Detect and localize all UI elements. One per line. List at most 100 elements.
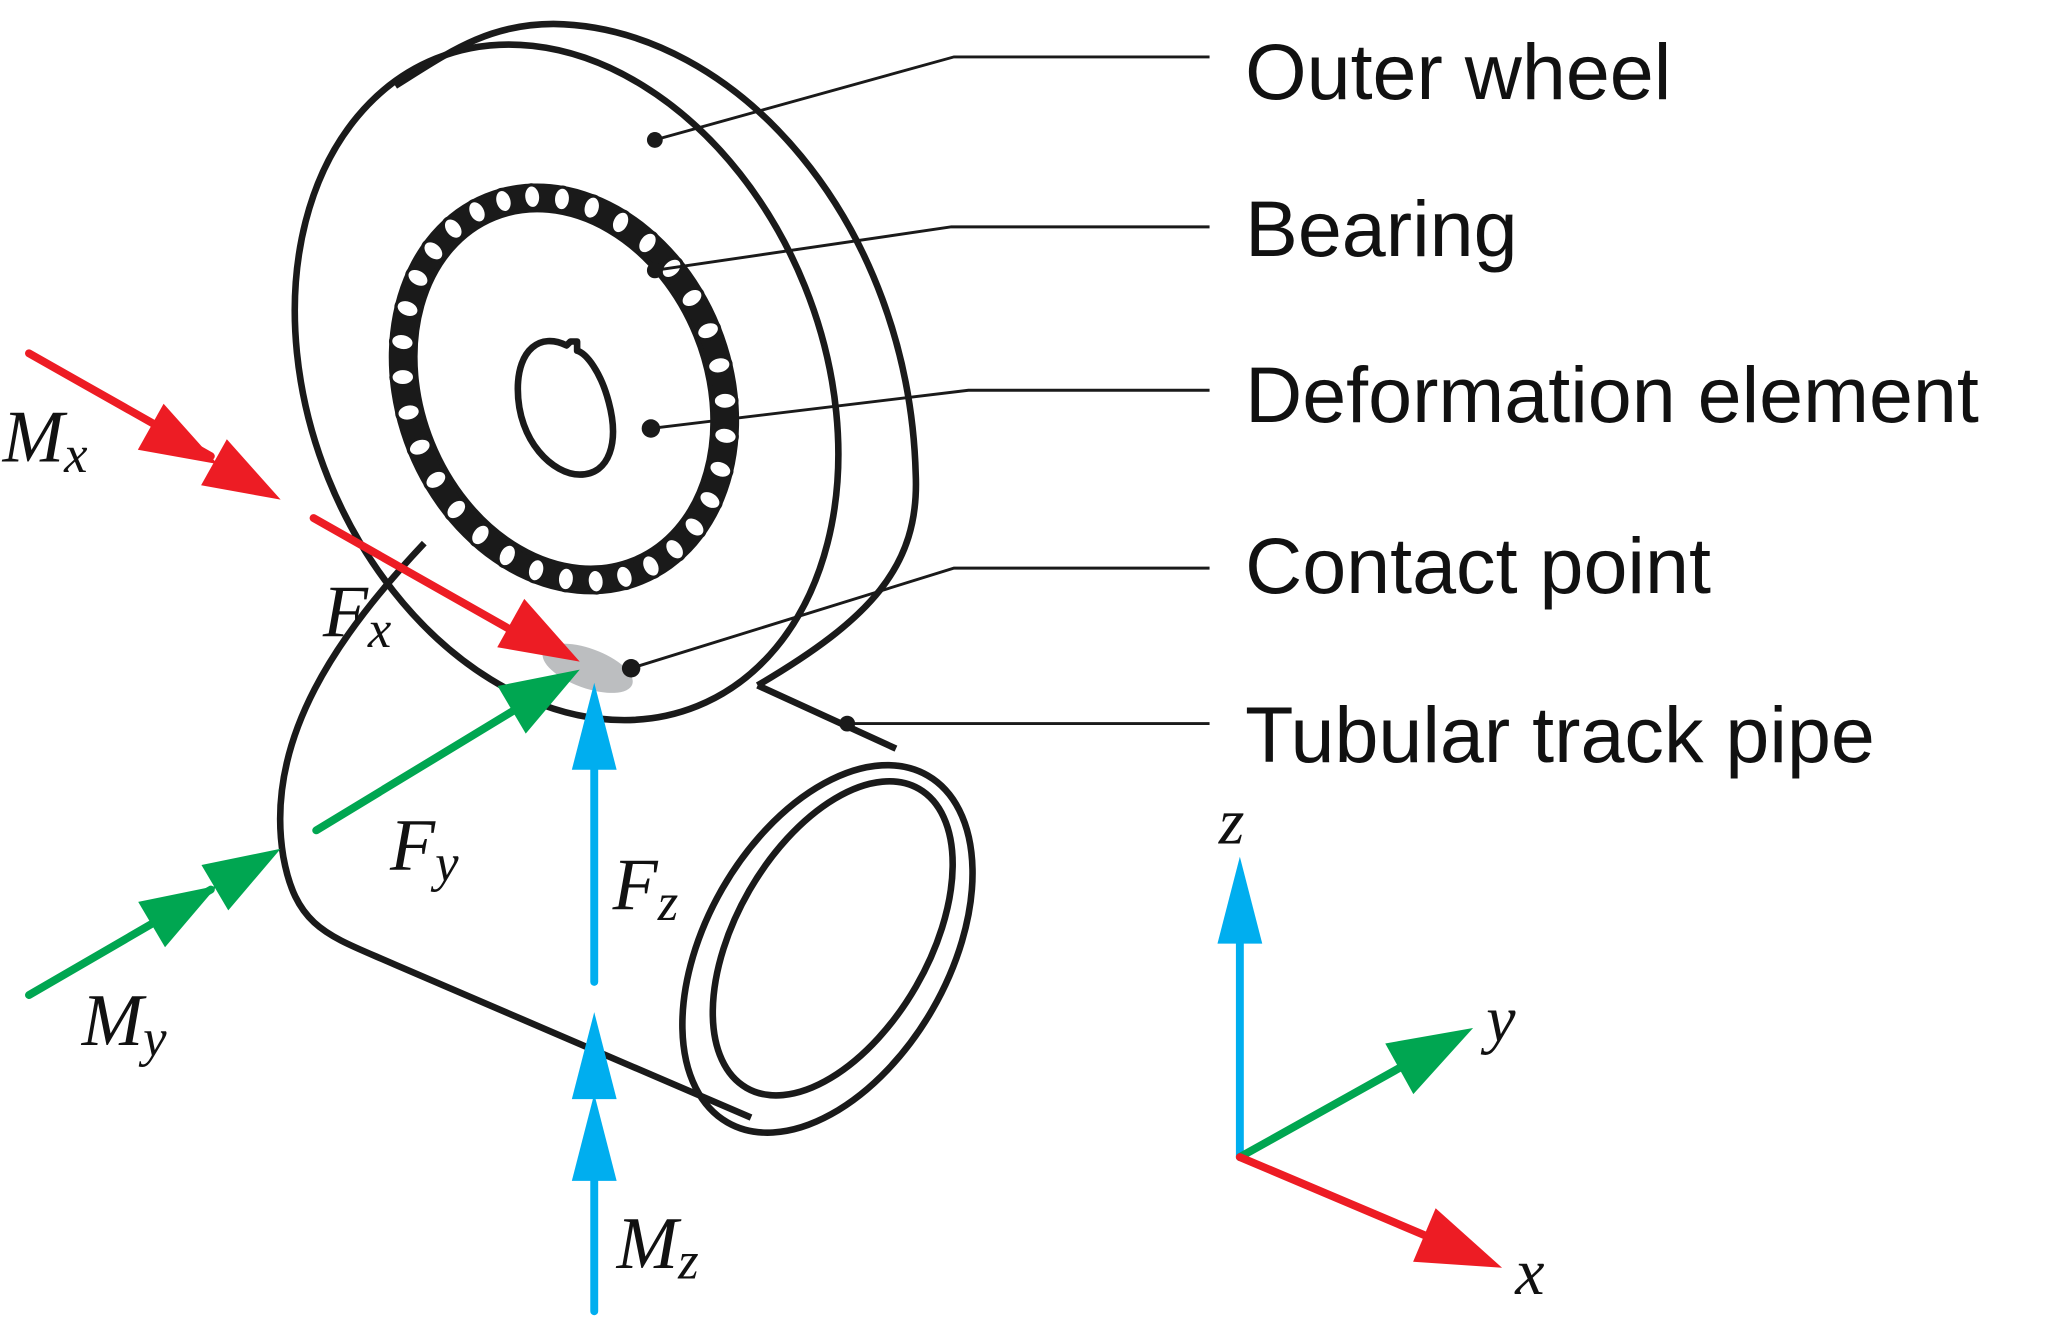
bearing-ball (389, 366, 417, 388)
hub-bore (514, 337, 617, 478)
leader-deformation-element (650, 388, 1210, 430)
moment-arrow-Mx-head-1 (137, 403, 218, 465)
outer-wheel (291, 20, 920, 724)
bearing-ball (609, 209, 632, 236)
bearing-ball (679, 286, 705, 310)
label-Mx: Mx (2, 395, 88, 484)
label-Mz: Mz (616, 1202, 699, 1291)
pipe-end-outer (679, 761, 976, 1136)
force-arrow-Fy (312, 669, 580, 835)
pipe-top-edge (756, 682, 898, 752)
bearing-ball (555, 565, 577, 593)
leader-contact-point (630, 566, 1210, 670)
bearing-ball (525, 556, 547, 584)
label-Fz: Fz (612, 843, 679, 932)
bearing (388, 183, 740, 595)
bearing-ball (406, 436, 433, 458)
bearing-ball (711, 390, 739, 412)
axis-x-arrow (1235, 1153, 1503, 1268)
label-deformation-element: Deformation element (1245, 350, 1979, 439)
force-moment-arrows (25, 349, 617, 1316)
bearing-ball (682, 515, 707, 539)
axis-x-shaft (1235, 1153, 1441, 1245)
leader-bearing (654, 225, 1210, 272)
deformation-element (514, 337, 617, 478)
label-Fy: Fy (389, 804, 459, 893)
label-contact-point: Contact point (1245, 521, 1711, 610)
moment-arrow-My-head-2 (201, 848, 281, 911)
bearing-ball (585, 567, 606, 595)
moment-arrow-Mz (571, 1012, 617, 1316)
leader-lines (621, 55, 1210, 732)
bearing-ball (444, 497, 469, 522)
bearing-ball (405, 266, 431, 290)
force-arrow-Fx-head (497, 598, 580, 662)
force-arrow-Fz-head (571, 682, 617, 770)
bearing-ball (551, 185, 573, 213)
pipe-body-outline (276, 540, 753, 1121)
force-arrow-Fz (571, 682, 617, 986)
label-Fx: Fx (322, 571, 391, 660)
bearing-ball (663, 536, 687, 562)
bearing-ball (613, 563, 635, 591)
wheel-front-face (291, 41, 842, 724)
axis-y-shaft (1235, 1058, 1414, 1162)
label-tubular-track-pipe: Tubular track pipe (1245, 690, 1875, 779)
label-bearing: Bearing (1245, 184, 1517, 273)
moment-arrow-My (25, 848, 281, 999)
bearing-ball (639, 553, 662, 579)
wheel-back-rim (393, 20, 920, 689)
axis-y-head (1385, 1027, 1474, 1095)
coordinate-triad: z y x (1217, 786, 1544, 1309)
force-arrow-Fy-shaft (312, 702, 525, 835)
bearing-balls (388, 183, 739, 595)
bearing-ball (697, 488, 723, 512)
axis-label-z: z (1218, 786, 1245, 859)
pipe-end-inner (709, 778, 956, 1099)
bearing-ball (388, 331, 416, 353)
axis-label-x: x (1514, 1236, 1544, 1309)
moment-arrow-Mx-head-2 (201, 439, 281, 500)
bearing-ball (395, 402, 422, 423)
force-arrow-Fx (309, 514, 580, 662)
axis-x-head (1413, 1208, 1503, 1268)
bearing-ball (496, 542, 519, 569)
axis-y-arrow (1235, 1027, 1474, 1162)
dot-tubular-track-pipe (839, 715, 856, 732)
axis-z-head (1217, 856, 1263, 944)
force-arrow-Fy-head (497, 669, 580, 734)
moment-arrow-Mz-head-1 (571, 1012, 617, 1100)
bearing-ball (705, 354, 733, 376)
bearing-ball (423, 468, 449, 492)
dot-deformation-element (641, 419, 661, 438)
bearing-ball (694, 319, 722, 342)
bearing-ball (492, 187, 514, 215)
dot-contact-point (621, 659, 641, 678)
moment-arrow-Mx (25, 349, 281, 500)
axis-label-y: y (1480, 983, 1516, 1056)
axis-z-arrow (1217, 856, 1263, 1162)
force-moment-labels: Mx Fx Fy My Fz Mz (2, 395, 699, 1290)
callout-labels: Outer wheel Bearing Deformation element … (1245, 27, 1979, 779)
dot-outer-wheel (646, 132, 663, 148)
bearing-ball (468, 522, 492, 548)
bearing-ball (707, 458, 734, 480)
label-My: My (81, 979, 167, 1068)
moment-arrow-My-head-1 (138, 885, 218, 948)
bearing-ball (581, 194, 603, 221)
moment-arrow-Mz-head-2 (571, 1093, 617, 1181)
bearing-ball (635, 230, 659, 256)
bearing-ball (465, 198, 488, 225)
bearing-ball (394, 297, 421, 320)
force-arrow-Fx-shaft (309, 514, 525, 640)
dot-bearing (646, 262, 663, 279)
leader-outer-wheel (654, 55, 1210, 142)
bearing-ball (441, 216, 465, 241)
bearing-ball (712, 425, 739, 447)
bearing-ball (421, 239, 446, 263)
bearing-ball (521, 183, 543, 211)
tubular-track-pipe (276, 540, 976, 1136)
label-outer-wheel: Outer wheel (1245, 27, 1671, 116)
